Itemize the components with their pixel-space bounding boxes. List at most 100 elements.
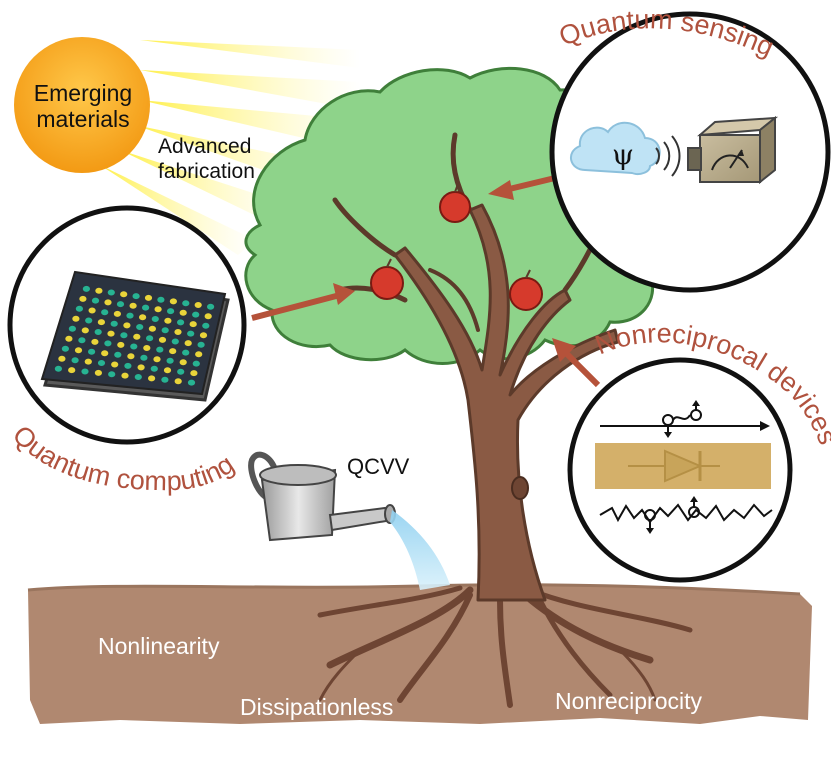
- qubit-dot: [97, 360, 106, 366]
- qubit-dot: [187, 379, 196, 386]
- qubit-dot: [197, 341, 205, 348]
- qubit-dot: [97, 319, 105, 326]
- qubit-dot: [171, 338, 179, 345]
- qubit-dot: [167, 308, 175, 315]
- qubit-dot: [110, 320, 118, 327]
- fabrication-label-line1: Advanced: [158, 135, 252, 158]
- qubit-dot: [133, 333, 141, 340]
- nonreciprocal-circle: [567, 357, 793, 583]
- sun-label-line2: materials: [36, 106, 130, 132]
- qubit-dot: [71, 357, 79, 364]
- apple-icon: [370, 258, 404, 300]
- qubit-dot: [163, 367, 172, 374]
- qubit-dot: [192, 311, 200, 318]
- qubit-dot: [189, 321, 197, 328]
- qubit-dot: [101, 350, 109, 357]
- sun-label-line1: Emerging: [33, 80, 133, 106]
- qubit-dot: [104, 340, 112, 347]
- qubit-dot: [161, 376, 169, 383]
- qubit-dot: [129, 302, 137, 309]
- cloud-icon: [570, 122, 661, 176]
- qubit-dot: [174, 329, 182, 335]
- qubit-dot: [157, 296, 165, 303]
- qubit-dot: [108, 371, 116, 378]
- qubit-dot: [177, 319, 185, 326]
- qubit-dot: [113, 310, 121, 317]
- qubit-dot: [146, 335, 154, 342]
- chip-icon: [40, 270, 230, 402]
- qubit-dot: [161, 327, 169, 334]
- diode-icon: [595, 400, 773, 534]
- qubit-dot: [142, 304, 150, 311]
- qubit-dot: [58, 355, 66, 362]
- qubit-dot: [184, 340, 192, 347]
- qubit-dot: [194, 302, 202, 308]
- qubit-dot: [81, 327, 89, 334]
- soil-ground: [28, 584, 812, 724]
- qubit-dot: [140, 354, 148, 361]
- qubit-dot: [75, 305, 83, 312]
- qubit-dot: [199, 332, 208, 339]
- qubit-dot: [207, 303, 215, 310]
- qubit-dot: [143, 345, 151, 351]
- qubit-dot: [88, 307, 96, 314]
- qubit-dot: [158, 336, 167, 343]
- qubit-dot: [151, 316, 159, 322]
- qubit-dot: [166, 357, 174, 364]
- qubit-dot: [144, 294, 153, 301]
- signal-waves: [655, 135, 681, 177]
- psi-symbol: ψ: [612, 138, 634, 171]
- qubit-dot: [94, 369, 102, 376]
- qubit-dot: [94, 329, 102, 335]
- arrow-nonreciprocal: [552, 338, 601, 388]
- apple-icon: [439, 183, 471, 223]
- qubit-dot: [153, 356, 161, 363]
- qubit-dot: [124, 362, 132, 369]
- watering-can-icon: [248, 451, 396, 542]
- qubit-dot: [72, 315, 80, 322]
- qubit-dot: [65, 335, 73, 342]
- qubit-dot: [78, 337, 86, 344]
- qubit-dot: [107, 289, 115, 296]
- arrow-quantum-computing: [251, 283, 355, 321]
- qubit-dot: [150, 365, 158, 372]
- qubit-dot: [136, 324, 144, 330]
- qubit-dot: [101, 309, 109, 316]
- qubit-dot: [204, 313, 212, 320]
- label-advanced-fabrication: Advanced fabrication: [158, 134, 255, 184]
- arrows: [251, 175, 601, 388]
- apple-icon: [509, 269, 543, 311]
- qubit-dot: [84, 358, 92, 365]
- qubit-dot: [130, 343, 138, 350]
- qubit-dot: [91, 297, 100, 304]
- qubit-dot: [88, 348, 96, 355]
- qubit-dot: [179, 309, 187, 316]
- qubit-dot: [190, 370, 198, 377]
- qubit-dot: [169, 298, 177, 305]
- qubit-dot: [117, 341, 125, 348]
- qubit-dot: [91, 338, 99, 345]
- quantum-sensing-circle: ψ: [549, 11, 831, 293]
- qubit-dot: [195, 351, 203, 358]
- water-stream: [390, 510, 450, 590]
- qubit-dot: [164, 317, 172, 324]
- qubit-dot: [192, 360, 200, 367]
- qubit-dot: [85, 317, 93, 324]
- qubit-dot: [137, 364, 145, 371]
- qubit-dot: [132, 293, 140, 300]
- quantum-computing-circle: [7, 205, 247, 445]
- qubit-dot: [156, 346, 164, 353]
- qubit-dot: [114, 351, 122, 358]
- qubit-dot: [126, 312, 134, 319]
- qubit-dot: [111, 361, 119, 368]
- qubit-dot: [120, 291, 128, 298]
- qubit-dot: [81, 368, 89, 375]
- qubit-dot: [148, 375, 156, 382]
- arrow-quantum-sensing: [488, 175, 556, 200]
- label-qcvv: QCVV: [347, 454, 410, 479]
- qubit-dot: [187, 330, 195, 337]
- qubit-dot: [182, 349, 190, 356]
- qubit-dot: [139, 314, 147, 321]
- qubit-dot: [179, 359, 187, 366]
